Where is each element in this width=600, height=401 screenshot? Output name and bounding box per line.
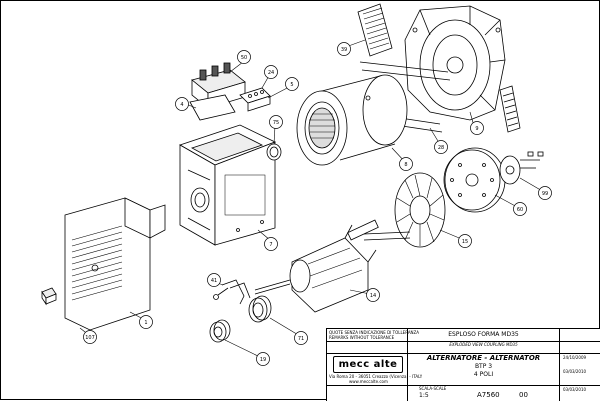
part-9-end-bracket <box>404 5 506 121</box>
part-14-rotor <box>254 219 411 313</box>
revision: 00 <box>519 391 528 399</box>
callout-label: 14 <box>370 293 376 299</box>
part-71-bearing <box>248 295 272 323</box>
part-7-housing <box>179 124 277 246</box>
callout-label: 39 <box>341 47 347 53</box>
part-107-block <box>41 287 57 306</box>
drawing-subtitle: EXPLODED VIEW COUPLING MD35 <box>449 342 518 347</box>
callout-28 <box>434 140 448 154</box>
callout-labels: 50 24 5 4 75 39 9 28 8 99 60 15 7 1 107 … <box>85 47 548 363</box>
callout-24 <box>264 65 278 79</box>
callout-75 <box>269 115 283 129</box>
callout-14 <box>366 288 380 302</box>
part-60-disc <box>443 147 506 213</box>
callout-71 <box>294 331 308 345</box>
product-line: ALTERNATORE - ALTERNATOR <box>426 354 541 362</box>
callout-circles <box>83 42 552 366</box>
callout-9 <box>470 121 484 135</box>
callout-label: 28 <box>438 145 444 151</box>
tolerance-note-it: QUOTE SENZA INDICAZIONE DI TOLLERANZA <box>329 330 420 335</box>
callout-label: 9 <box>475 126 478 132</box>
part-39-grille <box>357 3 393 57</box>
model: BTP 3 <box>474 363 493 370</box>
callout-label: 19 <box>260 357 266 363</box>
date-approved: 03/03/2010 <box>563 387 587 392</box>
drawing-title: ESPLOSO FORMA MD35 <box>448 331 519 338</box>
callout-label: 99 <box>542 191 548 197</box>
side-grille-panel <box>499 85 521 133</box>
callout-60 <box>513 202 527 216</box>
part-99-hub <box>499 151 544 185</box>
drawing-number: A7560 <box>477 391 500 399</box>
callout-label: 4 <box>180 102 183 108</box>
callout-99 <box>538 186 552 200</box>
part-1-cover <box>64 197 166 331</box>
callout-107 <box>83 330 97 344</box>
callout-label: 5 <box>290 82 293 88</box>
callout-label: 60 <box>517 207 523 213</box>
tolerance-note-en: REMARKS WITHOUT TOLERANCE <box>329 335 395 340</box>
callout-19 <box>256 352 270 366</box>
part-41-bracket <box>213 279 251 305</box>
callout-15 <box>458 234 472 248</box>
callout-50 <box>237 50 251 64</box>
callout-label: 8 <box>404 162 407 168</box>
callout-label: 15 <box>462 239 468 245</box>
date-drawn: 24/10/2009 <box>563 355 587 360</box>
company-website: www.meccalte.com <box>349 379 388 384</box>
part-75-ring <box>266 143 282 161</box>
logo-text: mecc alte <box>338 359 398 370</box>
callout-1 <box>139 315 153 329</box>
callout-label: 71 <box>298 336 304 342</box>
part-15-fan <box>394 172 446 248</box>
callout-label: 24 <box>268 70 274 76</box>
callout-41 <box>207 273 221 287</box>
title-block: QUOTE SENZA INDICAZIONE DI TOLLERANZA RE… <box>326 328 600 401</box>
callout-8 <box>399 157 413 171</box>
scale-value: 1:5 <box>419 392 429 399</box>
company-logo: mecc alte <box>333 356 403 373</box>
scale-label: SCALA-SCALE <box>419 386 447 391</box>
callout-label: 41 <box>211 278 217 284</box>
poles: 4 POLI <box>473 371 494 378</box>
callout-7 <box>264 237 278 251</box>
callout-label: 1 <box>144 320 147 326</box>
callout-4 <box>175 97 189 111</box>
part-24-terminal-block <box>239 87 271 112</box>
part-8-stator <box>296 74 408 166</box>
callout-label: 107 <box>85 335 95 341</box>
part-19-seal <box>209 319 231 343</box>
callout-label: 7 <box>269 242 272 248</box>
date-checked: 03/03/2010 <box>563 369 587 374</box>
callout-label: 75 <box>273 120 279 126</box>
callout-39 <box>337 42 351 56</box>
company-address: Via Roma 20 - 36051 Creazzo (Vicenza) - … <box>329 374 423 379</box>
callout-label: 50 <box>241 55 247 61</box>
callout-5 <box>285 77 299 91</box>
part-4-plate <box>189 94 236 121</box>
